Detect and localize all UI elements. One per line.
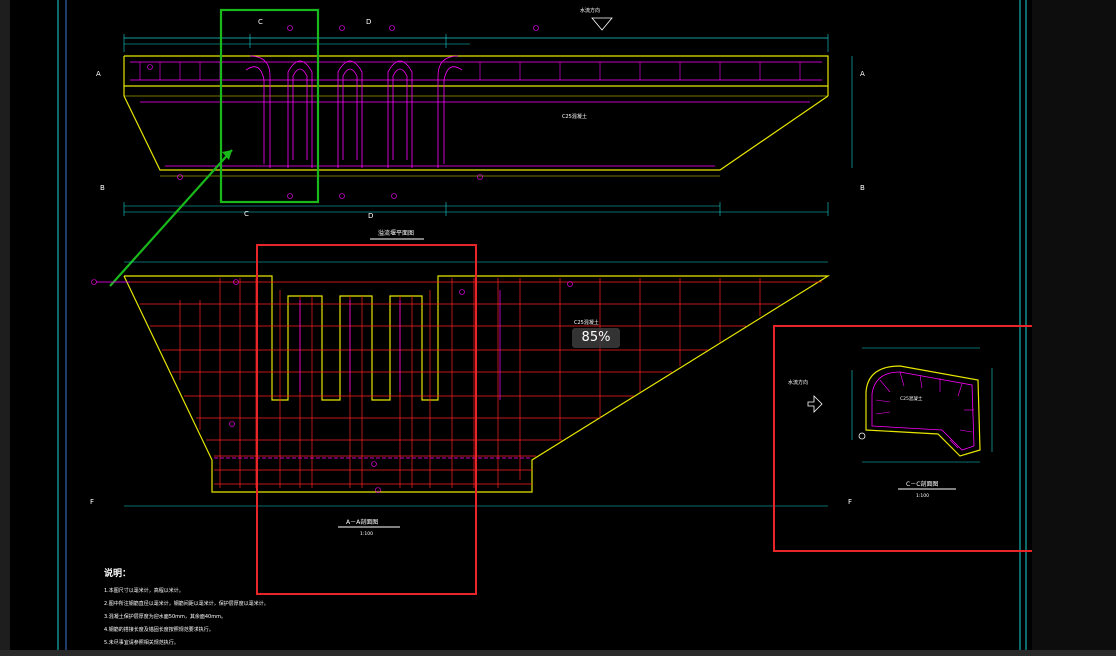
drawing-notes: 说明： 1.本图尺寸以毫米计，高程以米计。 2.图中所注钢筋直径以毫米计，钢筋间…	[104, 566, 424, 650]
section-marker-a-left: A	[96, 70, 101, 78]
viewport-bottom-strip	[0, 650, 1116, 656]
notes-line-4: 4.钢筋的搭接长度及锚固长度按照规范要求执行。	[104, 627, 214, 633]
section-cc-title: C－C剖面图	[906, 480, 938, 488]
section-aa-scale: 1:100	[360, 531, 373, 537]
top-view-title: 溢流堰平面图	[378, 229, 414, 237]
red-highlight-box-detail	[773, 325, 1037, 552]
section-cc-scale: 1:100	[916, 493, 929, 499]
section-marker-a-right: A	[860, 70, 865, 78]
section-marker-b-right: B	[860, 184, 865, 192]
section-cc-flow-arrow-icon	[807, 395, 823, 413]
section-cc: C25混凝土 水流方向 C－C剖面图 1:100	[788, 347, 993, 499]
section-aa: F F C25混凝土 A－A剖面图 1:100	[90, 261, 852, 537]
notes-line-3: 3.混凝土保护层厚度为迎水面50mm，其余面40mm。	[104, 614, 226, 620]
green-arrow-head-icon	[222, 150, 232, 160]
section-marker-d-bottom: D	[368, 212, 373, 220]
section-marker-c-top: C	[258, 18, 263, 26]
notes-line-5: 5.未尽事宜请参照相关规范执行。	[104, 640, 179, 646]
notes-line-1: 1.本图尺寸以毫米计，高程以米计。	[104, 588, 184, 594]
red-highlight-box-section	[256, 244, 477, 595]
section-marker-b-left: B	[100, 184, 105, 192]
notes-title: 说明：	[104, 569, 132, 579]
section-marker-d-top: D	[366, 18, 371, 26]
section-cc-flow-label: 水流方向	[788, 379, 808, 386]
section-marker-f-left: F	[90, 498, 94, 506]
zoom-level-badge: 85%	[572, 328, 620, 348]
top-view: A A B B C C D D C25混凝土 水流方向 溢流堰平面图	[96, 7, 865, 240]
green-pointer-arrow	[109, 149, 233, 287]
notes-line-2: 2.图中所注钢筋直径以毫米计，钢筋间距以毫米计，保护层厚度以毫米计。	[104, 601, 269, 607]
viewport-right-margin	[1032, 0, 1116, 656]
viewport-left-margin	[0, 0, 10, 656]
section-cc-material: C25混凝土	[900, 395, 923, 402]
top-view-flow-label: 水流方向	[580, 7, 600, 14]
section-marker-c-bottom: C	[244, 210, 249, 218]
green-highlight-box	[219, 8, 320, 204]
section-aa-material: C25混凝土	[574, 319, 599, 326]
flow-direction-arrow-icon	[591, 17, 613, 31]
section-aa-title: A－A剖面图	[346, 518, 378, 526]
section-marker-f-right: F	[848, 498, 852, 506]
top-view-material: C25混凝土	[562, 113, 587, 120]
